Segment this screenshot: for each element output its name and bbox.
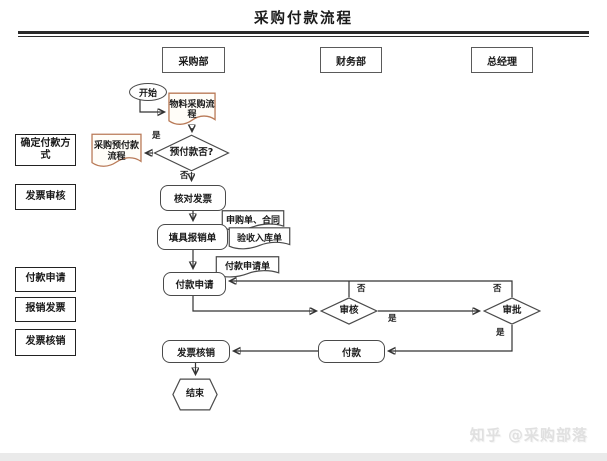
document-shape <box>168 92 216 128</box>
watermark: 知乎 @采购部落 <box>469 426 588 444</box>
phase-label-payment-request: 付款申请 <box>15 267 76 292</box>
node-label: 物料采购流程 <box>169 99 215 120</box>
node-label: 采购预付款流程 <box>93 141 139 162</box>
title-rule-thick <box>18 31 589 34</box>
phase-label-reimburse-invoice: 报销发票 <box>15 297 76 322</box>
document-shape <box>91 133 142 170</box>
column-header-general-manager: 总经理 <box>471 47 533 73</box>
flow-node-start: 开始 <box>129 83 167 101</box>
node-label: 付款申请单 <box>224 262 270 273</box>
node-label: 验收入库单 <box>236 233 282 244</box>
edge-label-no-prepay: 否 <box>180 171 189 181</box>
document-shape <box>228 227 291 251</box>
flow-node-doc-receiving: 验收入库单 <box>228 227 291 251</box>
edge-label-yes-prepay: 是 <box>152 131 161 141</box>
flow-node-material-purchase-process: 物料采购流程 <box>168 92 216 128</box>
phase-label-invoice-review: 发票审核 <box>15 184 76 210</box>
node-label: 申购单、合同 <box>225 215 280 226</box>
flow-node-prepay-process: 采购预付款流程 <box>91 133 142 170</box>
flow-node-invoice-writeoff: 发票核销 <box>162 340 230 363</box>
node-label: 结束 <box>185 389 204 400</box>
footer-bar <box>0 453 607 461</box>
page-title: 采购付款流程 <box>254 11 353 27</box>
flow-node-prepay-decision: 预付款否? <box>153 134 230 172</box>
hexagon-shape <box>172 378 218 411</box>
phase-label-invoice-writeoff: 发票核销 <box>15 329 76 356</box>
diamond-shape <box>483 297 541 325</box>
node-label: 审核 <box>339 304 359 316</box>
flow-node-verify-invoice: 核对发票 <box>160 185 226 211</box>
edge-label-no-review: 否 <box>357 284 366 294</box>
flow-node-approve-decision: 审批 <box>483 297 541 325</box>
edge-label-no-approve: 否 <box>493 284 502 294</box>
title-rule-thin <box>18 36 589 37</box>
flow-node-review-decision: 审核 <box>320 297 378 325</box>
edge-label-yes-approve: 是 <box>496 328 505 338</box>
column-header-purchasing-dept: 采购部 <box>162 47 225 73</box>
column-header-finance-dept: 财务部 <box>320 47 382 73</box>
flow-node-pay: 付款 <box>318 340 385 363</box>
node-label: 审批 <box>502 304 522 316</box>
edge-label-yes-review: 是 <box>388 314 397 324</box>
flow-node-fill-reimbursement: 填具报销单 <box>157 224 228 250</box>
diamond-shape <box>320 297 378 325</box>
flow-node-end: 结束 <box>172 378 218 411</box>
phase-label-determine-payment-method: 确定付款方式 <box>15 134 76 166</box>
flow-node-payment-request: 付款申请 <box>163 272 226 296</box>
node-label: 预付款否? <box>169 146 214 158</box>
diamond-shape <box>153 134 230 172</box>
